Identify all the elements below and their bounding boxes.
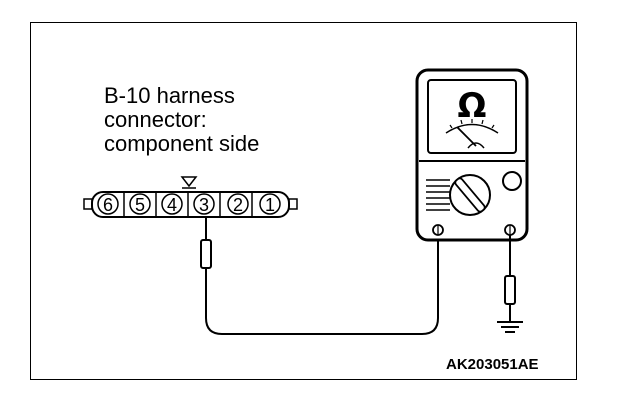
probe-handle <box>200 239 212 269</box>
connector-label-line-2: connector: <box>104 107 207 132</box>
diagram-frame <box>30 22 577 380</box>
pin-4-label: 4 <box>167 195 177 215</box>
scale-tick <box>449 124 453 129</box>
pin-2-circle <box>227 193 249 215</box>
meter-needle <box>456 126 477 147</box>
connector-label-line-3: component side <box>104 131 260 156</box>
connector-key-triangle-icon <box>180 176 198 188</box>
ground-symbol-icon <box>497 321 523 333</box>
pin-1-circle <box>259 193 281 215</box>
test-lead-wire <box>205 230 439 335</box>
meter-scale-arc <box>445 123 499 134</box>
scale-tick <box>460 119 463 125</box>
meter-vent-lines <box>426 179 450 211</box>
meter-display <box>427 79 517 154</box>
harness-connector: 6 5 4 3 2 1 <box>83 176 298 218</box>
ground-lead <box>497 235 523 333</box>
pin-5-label: 5 <box>135 195 145 215</box>
connector-label-line-1: B-10 harness <box>104 83 235 108</box>
pin-5-circle <box>129 193 151 215</box>
pin-4-circle <box>161 193 183 215</box>
pin-2-label: 2 <box>233 195 243 215</box>
connector-left-tab <box>83 198 93 210</box>
meter-selector-pointer <box>454 177 486 213</box>
scale-tick <box>491 124 495 129</box>
connector-right-tab <box>288 198 298 210</box>
meter-needle-pivot <box>467 142 485 149</box>
pin-6-circle <box>97 193 119 215</box>
connector-label: B-10 harness connector: component side <box>104 84 259 156</box>
pin-1-label: 1 <box>265 195 275 215</box>
pin-6-label: 6 <box>103 195 113 215</box>
ground-probe-handle <box>504 275 516 305</box>
multimeter: Ω <box>415 68 529 242</box>
scale-tick <box>481 119 484 125</box>
figure-code: AK203051AE <box>446 356 539 373</box>
pin-3-label: 3 <box>199 195 209 215</box>
meter-small-button <box>502 171 522 191</box>
test-probe-connector <box>200 217 212 269</box>
pin-3-circle <box>193 193 215 215</box>
